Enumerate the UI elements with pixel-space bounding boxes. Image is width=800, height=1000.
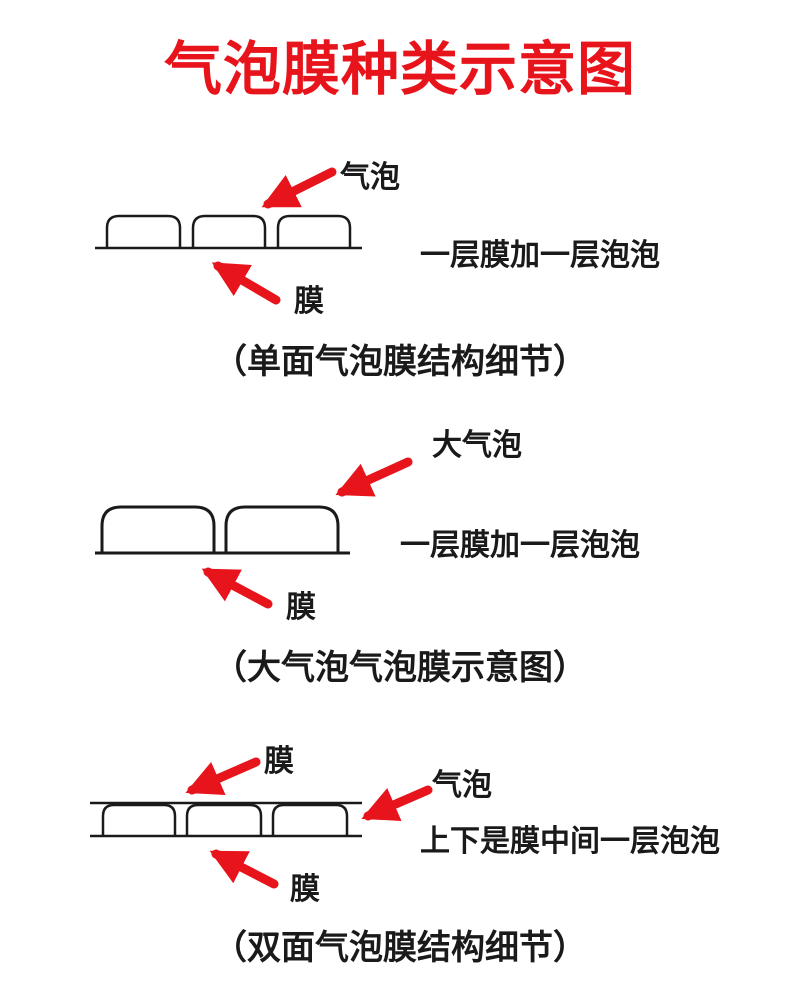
arrow-to-bottom-film-3 — [209, 849, 279, 889]
film-label-3: 膜 — [290, 872, 320, 907]
caption-2: （大气泡气泡膜示意图） — [213, 648, 587, 688]
bubble-shape — [105, 214, 182, 248]
film-label-2: 膜 — [286, 590, 316, 625]
arrow-to-film-2 — [201, 567, 273, 609]
large-bubble-film-diagram — [95, 505, 350, 555]
bubble-shape — [100, 505, 216, 553]
bubble-shape — [191, 214, 267, 248]
page-title: 气泡膜种类示意图 — [163, 35, 636, 103]
arrow-to-top-film-3 — [185, 757, 261, 795]
arrow-to-film-1 — [211, 261, 281, 305]
caption-3: （双面气泡膜结构细节） — [213, 928, 587, 968]
bubble-shape — [185, 803, 263, 836]
bubble-shape — [271, 803, 349, 836]
bubble-shape — [224, 505, 340, 553]
description-3: 上下是膜中间一层泡泡 — [420, 824, 720, 859]
top-film-label-3: 膜 — [264, 744, 294, 779]
film-label-1: 膜 — [294, 284, 324, 319]
arrow-to-bubble-1 — [261, 167, 337, 209]
description-2: 一层膜加一层泡泡 — [400, 528, 640, 563]
arrow-to-bubble-2 — [335, 457, 413, 497]
arrow-to-bubble-3 — [361, 785, 433, 822]
single-sided-film-diagram — [95, 214, 362, 250]
bubble-shape — [101, 803, 177, 836]
bubble-label-2: 大气泡 — [432, 428, 522, 463]
bubble-shape — [276, 214, 352, 248]
bubble-label-1: 气泡 — [340, 160, 400, 195]
caption-1: （单面气泡膜结构细节） — [213, 342, 587, 382]
description-1: 一层膜加一层泡泡 — [420, 238, 660, 273]
bubble-label-3: 气泡 — [432, 768, 492, 803]
double-sided-film-diagram — [90, 801, 362, 838]
